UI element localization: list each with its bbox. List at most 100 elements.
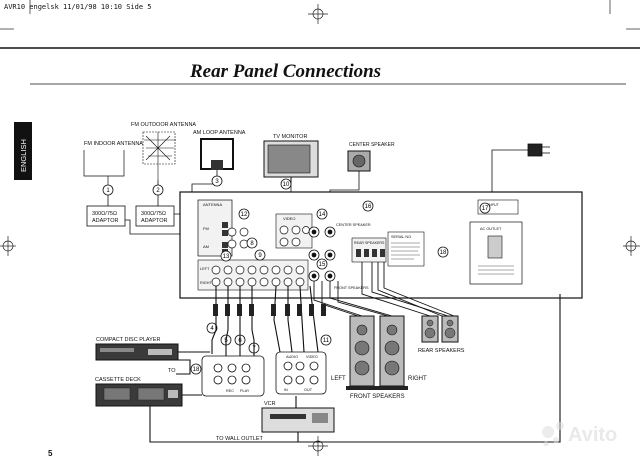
panel-antenna-label: ANTENNA [203,202,222,207]
video-jacks [279,225,310,247]
serial-plate [387,231,425,267]
speaker-terminals [308,226,336,282]
tape-jacks [213,363,251,385]
callout-4: 4 [206,322,218,334]
callout-number: 4 [210,326,214,332]
to-18-label: TO [168,368,176,374]
callout-number: 18 [193,367,200,373]
adaptor-1-line1: 300Ω/75Ω [92,211,117,217]
fm-indoor-antenna [83,150,125,186]
side-tab [14,122,32,180]
rca-plugs [213,304,326,316]
adaptor-1 [86,205,126,227]
vcr-in-label: IN [284,388,288,392]
am-loop-label: AM LOOP ANTENNA [193,130,246,136]
cd-player-label: COMPACT DISC PLAYER [96,337,161,343]
panel-fm-label: FM [203,226,209,231]
cassette-deck-label: CASSETTE DECK [95,377,141,383]
panel-ac-outlet-label: AC OUTLET [480,227,502,231]
ac-outlet-text-lines [478,265,514,275]
vcr-audio-label: AUDIO [286,355,298,359]
vcr-jacks [283,361,319,385]
callout-3: 3 [211,175,223,187]
ac-power-plug [491,143,550,198]
callout-number: 15 [319,262,326,268]
center-speaker [347,150,371,172]
callout-number: 1 [106,188,110,194]
callout-number: 12 [241,212,248,218]
front-speaker-left [346,315,378,390]
callout-number: 18 [440,250,447,256]
callout-17: 17 [479,202,491,214]
callout-11: 11 [320,334,332,346]
callout-number: 10 [283,182,290,188]
fm-indoor-label: FM INDOOR ANTENNA [84,141,143,147]
panel-front-speakers-label: FRONT SPEAKERS [334,286,369,290]
callout-9: 9 [254,249,266,261]
callout-number: 14 [319,212,326,218]
adaptor-2-line2: ADAPTOR [141,218,168,224]
compact-disc-player [95,343,179,361]
callout-number: 17 [482,206,489,212]
callout-8: 8 [246,237,258,249]
vcr-label: VCR [264,401,276,407]
page-number: 5 [48,449,53,458]
callout-10: 10 [280,178,292,190]
adaptor-1-line2: ADAPTOR [92,218,119,224]
callout-16: 16 [362,200,374,212]
front-speaker-right [376,315,408,390]
callout-2: 2 [152,184,164,196]
cassette-deck [95,383,183,407]
left-speaker-label: LEFT [331,376,346,382]
vcr [261,407,335,433]
callout-number: 2 [156,188,160,194]
avito-watermark: Avito [542,422,617,447]
panel-play-label: PLAY [240,389,250,393]
adaptor-2 [135,205,175,227]
job-line: AVR10 engelsk 11/01/98 10:10 Side 5 [4,3,152,11]
callout-number: 16 [365,204,372,210]
callout-number: 9 [258,253,262,259]
to-wall-outlet-label: TO WALL OUTLET [216,436,264,442]
panel-am-label: AM [203,244,209,249]
am-loop-antenna [200,138,234,178]
speaker-cables [313,262,455,317]
panel-right-label: RIGHT [200,281,212,285]
panel-ac-input-label: AC INPUT [482,203,500,207]
panel-center-speaker-label: CENTER SPEAKER [336,223,371,227]
callout-12: 12 [238,208,250,220]
callout-number: 13 [223,254,230,260]
right-speaker-label: RIGHT [408,376,427,382]
serial-text-lines [391,242,420,260]
rear-speaker-left [421,315,439,343]
signal-cables [149,285,561,443]
center-speaker-label: CENTER SPEAKER [349,142,395,148]
callout-15: 15 [316,258,328,270]
ac-outlet-socket [487,235,503,259]
panel-video-label: VIDEO [283,216,295,221]
callout-number: 8 [250,241,254,247]
watermark-text: Avito [568,424,617,446]
fm-outdoor-label: FM OUTDOOR ANTENNA [131,122,196,128]
panel-rear-speakers-label: REAR SPEAKERS [354,241,385,245]
panel-rec-label: REC [226,389,234,393]
callout-number: 3 [215,179,219,185]
tv-monitor-label: TV MONITOR [273,134,307,140]
callout-13: 13 [220,250,232,262]
fm-outdoor-antenna [142,131,176,180]
audio-jacks [211,227,305,287]
adaptor-2-line1: 300Ω/75Ω [141,211,166,217]
callout-18: 18 [437,246,449,258]
callout-14: 14 [316,208,328,220]
callout-18: 18 [190,363,202,375]
rear-speaker-right [441,315,459,343]
rear-speakers-label: REAR SPEAKERS [418,348,465,354]
vcr-video-label: VIDEO [306,355,318,359]
vcr-out-label: OUT [304,388,313,392]
page-title: Rear Panel Connections [189,61,381,82]
panel-left-label: LEFT [200,267,210,271]
